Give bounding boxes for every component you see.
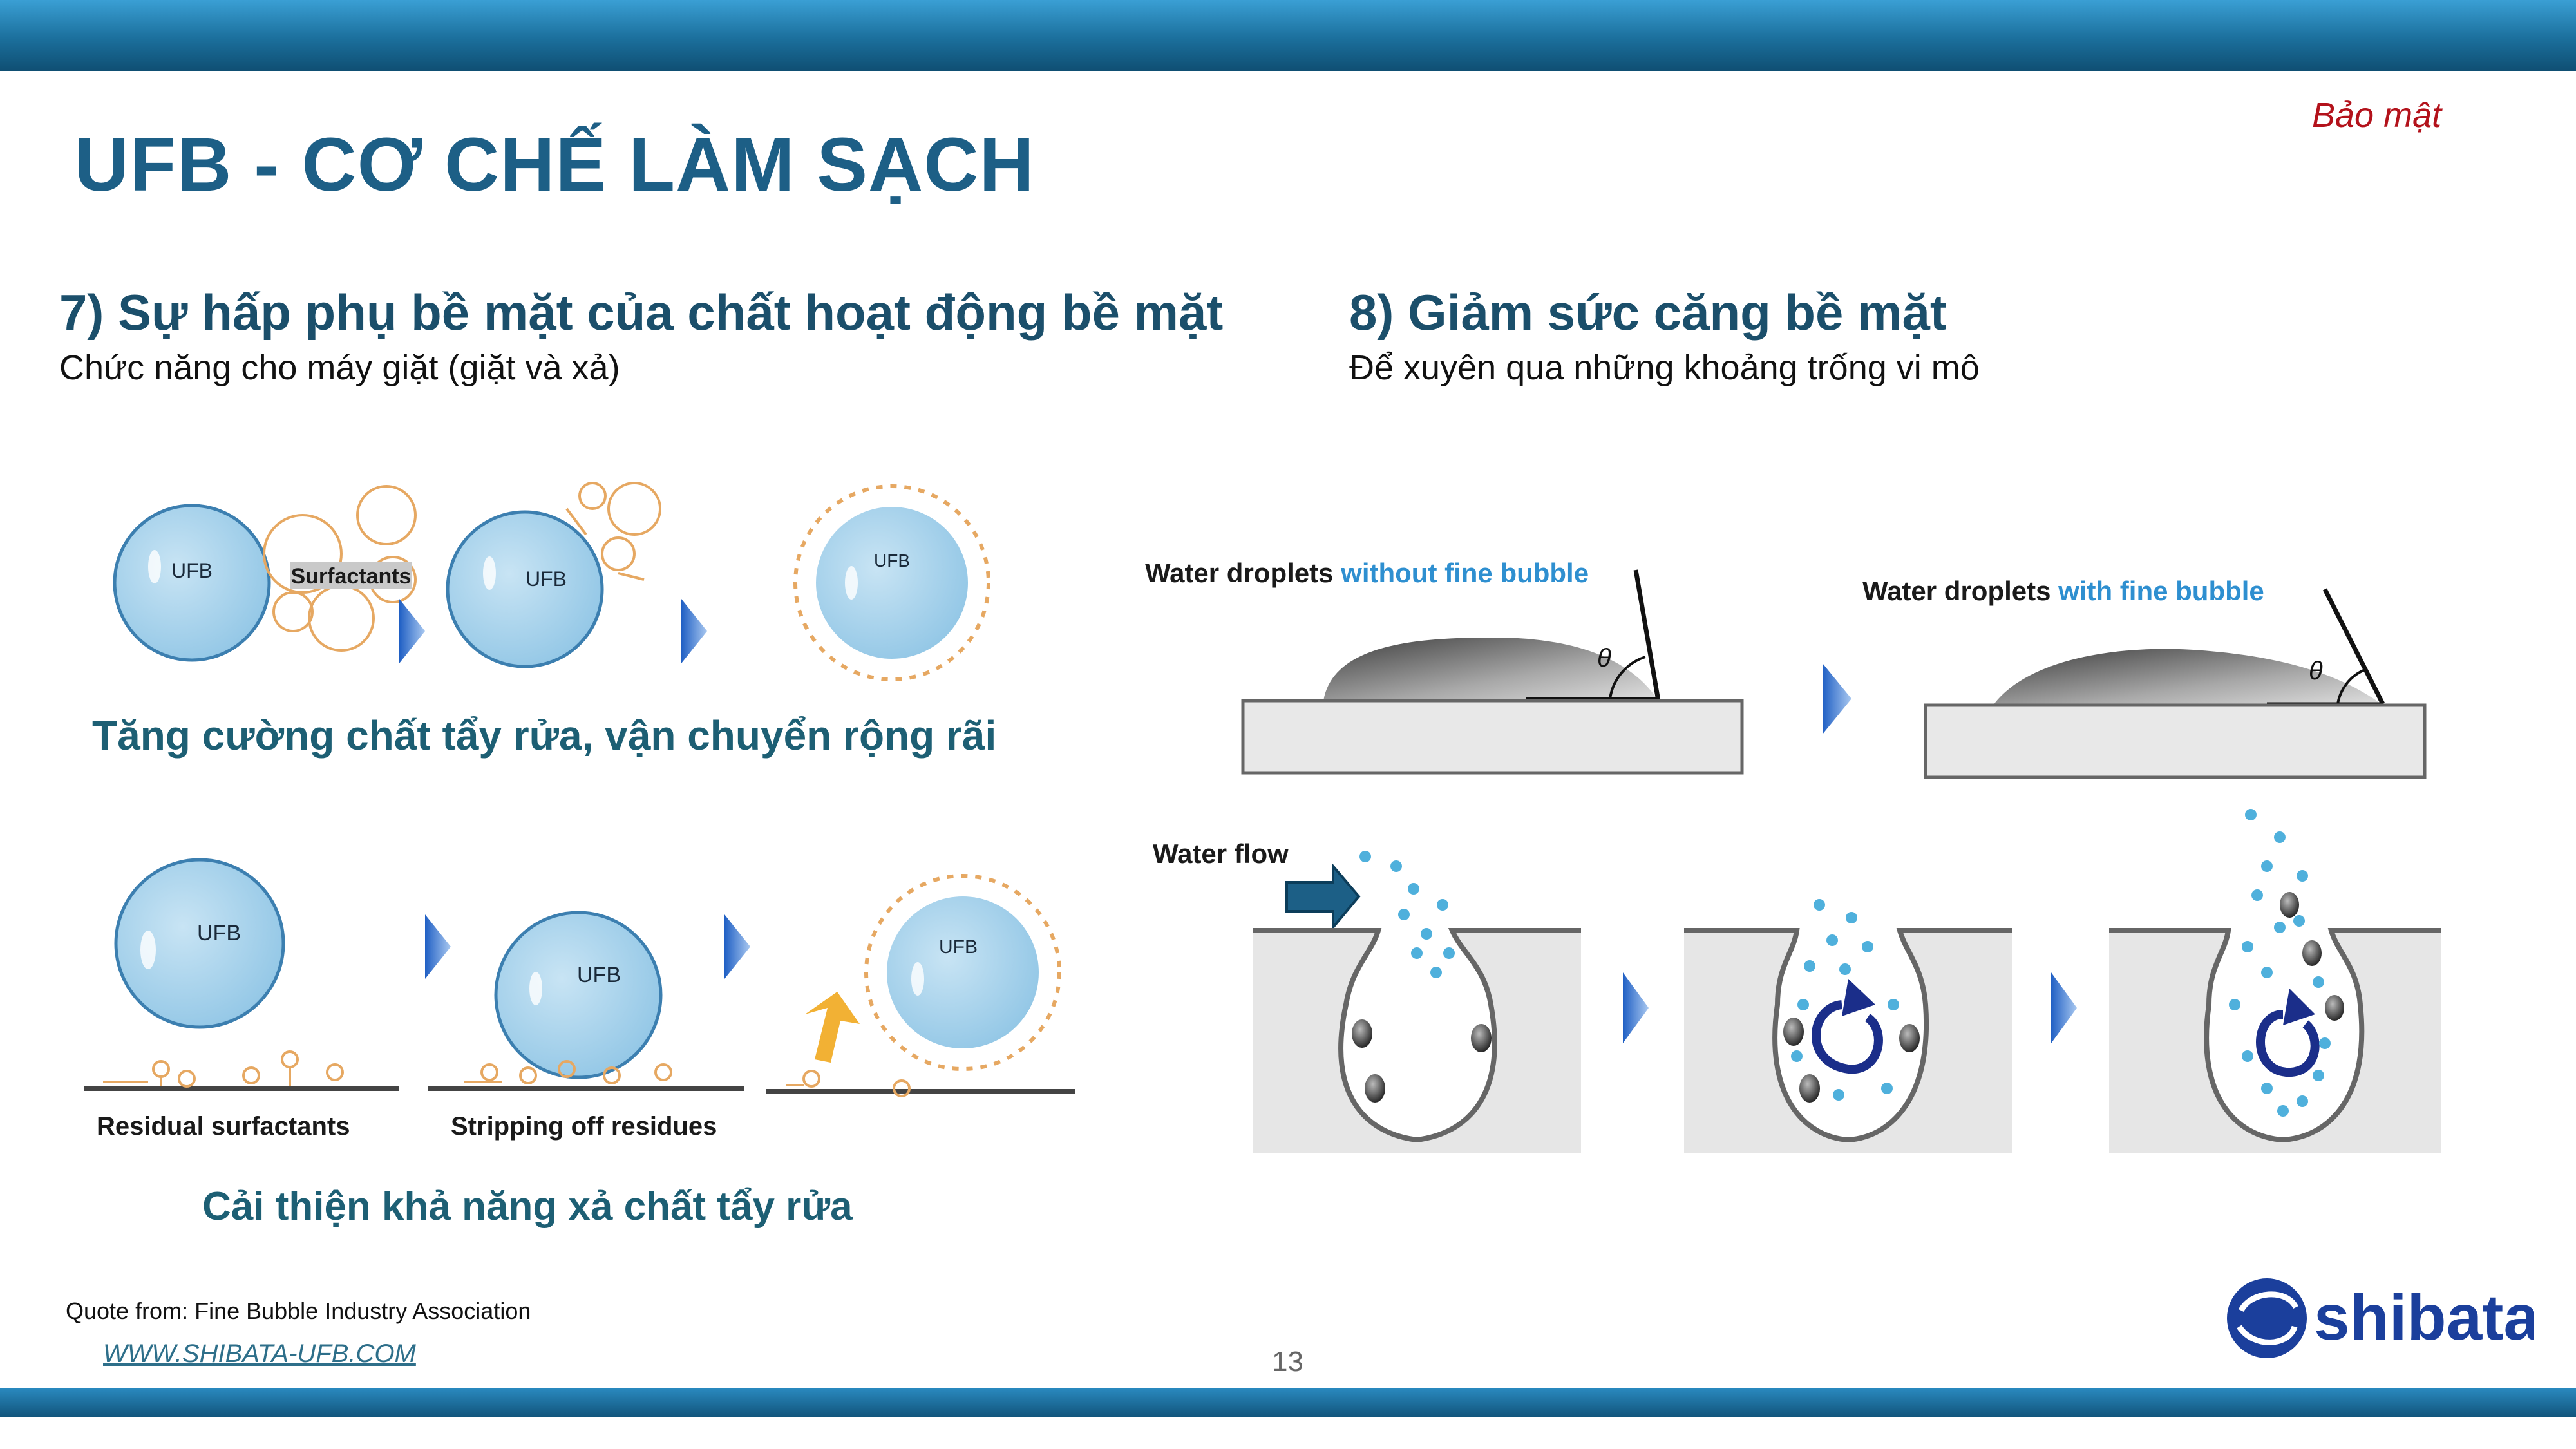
section-8-heading: 8) Giảm sức căng bề mặt bbox=[1349, 284, 1947, 341]
swirl-arrow bbox=[1812, 1000, 1883, 1074]
ufb-label: UFB bbox=[577, 963, 621, 987]
yellow-up-arrow bbox=[805, 992, 860, 1063]
substrate bbox=[1241, 699, 1744, 775]
ufb-label: UFB bbox=[874, 551, 910, 571]
confidential-label: Bảo mật bbox=[2312, 96, 2442, 135]
droplet-without-label: Water droplets without fine bubble bbox=[1145, 558, 1589, 588]
ufb-label: UFB bbox=[197, 921, 241, 945]
arrow-6 bbox=[1623, 972, 1649, 1043]
arrow-3 bbox=[425, 914, 451, 979]
logo-wordmark: shibata bbox=[2314, 1282, 2534, 1354]
caption-enhanced-detergent: Tăng cường chất tẩy rửa, vận chuyển rộng… bbox=[92, 712, 997, 759]
cavity-2 bbox=[1684, 899, 2012, 1153]
ufb-label: UFB bbox=[171, 559, 213, 582]
cavity-3 bbox=[2109, 809, 2441, 1153]
residual-surfactants-label: Residual surfactants bbox=[97, 1112, 350, 1141]
ufb-bubble bbox=[113, 504, 271, 662]
surfactants-label-bg bbox=[290, 562, 412, 589]
arrow-1 bbox=[399, 599, 425, 663]
arrow-2 bbox=[681, 599, 707, 663]
stripped-surfactants bbox=[464, 1060, 672, 1084]
ufb-label: UFB bbox=[526, 567, 567, 591]
arrow-7 bbox=[2051, 972, 2077, 1043]
theta-symbol: θ bbox=[1597, 644, 1611, 672]
contact-angle-line bbox=[2322, 588, 2385, 705]
ufb-bubble bbox=[494, 911, 663, 1079]
page-number: 13 bbox=[1272, 1346, 1303, 1378]
ufb-micelle-ring bbox=[793, 484, 990, 681]
droplet-large bbox=[1323, 638, 1658, 701]
residual-surfactants bbox=[103, 1050, 344, 1088]
ufb-bubble bbox=[816, 507, 968, 659]
caption-rinse-improvement: Cải thiện khả năng xả chất tẩy rửa bbox=[202, 1184, 853, 1229]
surfactant-cluster bbox=[565, 482, 661, 581]
droplet-with-label: Water droplets with fine bubble bbox=[1862, 576, 2264, 606]
ufb-bubble bbox=[114, 858, 285, 1029]
section-8-subheading: Để xuyên qua những khoảng trống vi mô bbox=[1349, 348, 1980, 387]
section-7-heading: 7) Sự hấp phụ bề mặt của chất hoạt động … bbox=[59, 284, 1224, 341]
bottom-banner bbox=[0, 1388, 2576, 1417]
droplet-flat bbox=[1993, 649, 2383, 705]
ufb-micelle-ring bbox=[864, 874, 1061, 1071]
arrow-4 bbox=[724, 914, 750, 979]
stripping-residues-label: Stripping off residues bbox=[451, 1112, 717, 1141]
water-flow-arrow bbox=[1285, 862, 1361, 931]
page-title: UFB - CƠ CHẾ LÀM SẠCH bbox=[74, 122, 1035, 207]
section-7-subheading: Chức năng cho máy giặt (giặt và xả) bbox=[59, 348, 620, 387]
ufb-bubble bbox=[887, 896, 1039, 1048]
website-link[interactable]: WWW.SHIBATA-UFB.COM bbox=[103, 1340, 416, 1368]
bubble-highlight bbox=[148, 550, 161, 583]
source-quote: Quote from: Fine Bubble Industry Associa… bbox=[66, 1298, 531, 1324]
theta-symbol: θ bbox=[2309, 657, 2323, 685]
contact-angle-line bbox=[1633, 569, 1661, 701]
top-banner bbox=[0, 0, 2576, 71]
ufb-bubble bbox=[446, 510, 604, 668]
ufb-label: UFB bbox=[939, 936, 978, 958]
cavity-1 bbox=[1253, 851, 1581, 1153]
shibata-logo: shibata bbox=[2227, 1278, 2534, 1358]
substrate bbox=[1924, 703, 2427, 779]
arrow-5 bbox=[1823, 663, 1852, 734]
water-flow-label: Water flow bbox=[1153, 838, 1289, 869]
surfactants-label: Surfactants bbox=[290, 564, 411, 589]
swirl-arrow bbox=[2256, 1010, 2320, 1077]
